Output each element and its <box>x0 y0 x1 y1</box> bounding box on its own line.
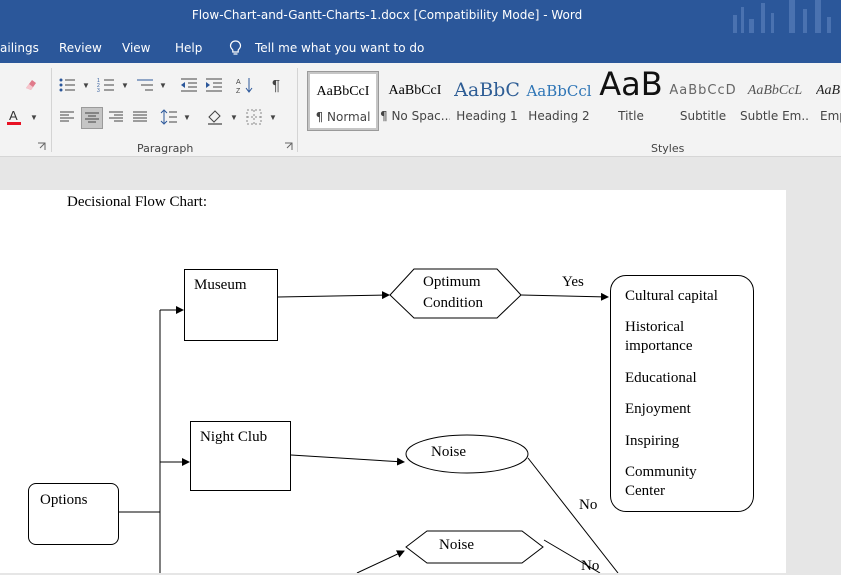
line-spacing-icon[interactable] <box>160 108 178 126</box>
style-preview: AaBbCcL <box>747 83 803 98</box>
style-preview: AaBbCcD <box>669 83 737 98</box>
increase-indent-icon[interactable] <box>205 76 223 94</box>
font-color-icon[interactable]: A <box>5 108 23 126</box>
style-label: Emp <box>820 109 841 123</box>
svg-text:A: A <box>9 108 18 123</box>
style-no-spacing[interactable]: AaBbCcI ¶ No Spac... <box>380 71 450 129</box>
svg-text:Z: Z <box>236 88 241 94</box>
outcome-item: Cultural capital <box>625 288 718 304</box>
tab-mailings[interactable]: ailings <box>0 41 39 55</box>
museum-node[interactable]: Museum <box>184 269 278 341</box>
night-club-node[interactable]: Night Club <box>190 421 291 491</box>
borders-icon[interactable] <box>245 108 263 126</box>
flowchart-connectors <box>119 268 619 573</box>
style-emphasis[interactable]: AaB Emp <box>812 71 841 129</box>
style-label: ¶ Normal <box>315 110 371 124</box>
noise-hexagon-label: Noise <box>439 537 474 553</box>
style-preview: AaBbCcI <box>316 84 370 99</box>
style-label: Subtitle <box>679 109 727 123</box>
outcomes-node[interactable]: Cultural capital Historical importance E… <box>610 275 754 512</box>
clear-formatting-icon[interactable] <box>22 76 40 94</box>
outcome-item: importance <box>625 338 693 354</box>
bullets-icon[interactable] <box>58 76 76 94</box>
style-label: Heading 2 <box>528 109 590 123</box>
svg-text:3: 3 <box>97 88 100 93</box>
bullets-dropdown-icon[interactable]: ▼ <box>82 81 90 90</box>
options-node[interactable]: Options <box>28 483 119 545</box>
document-area: Decisional Flow Chart: <box>0 157 841 574</box>
show-formatting-marks-icon[interactable]: ¶ <box>271 76 281 94</box>
style-label: Heading 1 <box>456 109 518 123</box>
align-center-icon[interactable] <box>81 107 103 129</box>
borders-dropdown-icon[interactable]: ▼ <box>269 113 277 122</box>
window-title: Flow-Chart-and-Gantt-Charts-1.docx [Comp… <box>191 8 583 22</box>
tab-review[interactable]: Review <box>59 41 102 55</box>
shading-dropdown-icon[interactable]: ▼ <box>230 113 238 122</box>
tab-view[interactable]: View <box>122 41 151 55</box>
shading-icon[interactable] <box>206 108 224 126</box>
options-label: Options <box>40 492 88 508</box>
noise-ellipse-label: Noise <box>431 444 466 460</box>
optimum-condition-line2: Condition <box>423 295 484 311</box>
multilevel-list-icon[interactable] <box>136 76 154 94</box>
museum-label: Museum <box>194 277 247 293</box>
ribbon-tabs: ailings Review View Help Tell me what yo… <box>0 33 841 63</box>
yes-edge-label: Yes <box>562 274 584 290</box>
optimum-condition-line1: Optimum <box>423 274 481 290</box>
style-subtitle[interactable]: AaBbCcD Subtitle <box>668 71 738 129</box>
title-bar: Flow-Chart-and-Gantt-Charts-1.docx [Comp… <box>0 0 841 33</box>
outcome-item: Center <box>625 483 665 499</box>
style-preview: AaB <box>816 83 841 98</box>
tell-me-search[interactable]: Tell me what you want to do <box>255 41 425 55</box>
document-heading: Decisional Flow Chart: <box>67 194 207 210</box>
style-preview: AaB <box>599 65 663 103</box>
style-heading-1[interactable]: AaBbC Heading 1 <box>452 71 522 129</box>
style-subtle-emphasis[interactable]: AaBbCcL Subtle Em... <box>740 71 810 129</box>
align-right-icon[interactable] <box>107 108 125 126</box>
style-heading-2[interactable]: AaBbCcl Heading 2 <box>524 71 594 129</box>
style-label: ¶ No Spac... <box>380 109 450 123</box>
outcome-item: Educational <box>625 370 697 386</box>
paragraph-group-label: Paragraph <box>137 142 194 155</box>
style-title[interactable]: AaB Title <box>596 65 666 129</box>
group-separator <box>297 68 298 152</box>
multilevel-list-dropdown-icon[interactable]: ▼ <box>159 81 167 90</box>
svg-text:1: 1 <box>97 78 100 84</box>
lightbulb-icon <box>229 40 242 55</box>
decrease-indent-icon[interactable] <box>180 76 198 94</box>
font-color-dropdown-icon[interactable]: ▼ <box>30 113 38 122</box>
svg-text:A: A <box>236 79 241 86</box>
styles-group-label: Styles <box>651 142 685 155</box>
font-dialog-launcher-icon[interactable] <box>36 141 46 151</box>
group-separator <box>51 68 52 152</box>
no-edge-label: No <box>581 558 600 574</box>
paragraph-dialog-launcher-icon[interactable] <box>283 141 293 151</box>
align-left-icon[interactable] <box>58 108 76 126</box>
line-spacing-dropdown-icon[interactable]: ▼ <box>183 113 191 122</box>
style-label: Subtle Em... <box>740 109 810 123</box>
numbering-dropdown-icon[interactable]: ▼ <box>121 81 129 90</box>
outcome-item: Enjoyment <box>625 401 691 417</box>
document-page[interactable]: Decisional Flow Chart: <box>0 190 786 574</box>
style-preview: AaBbCcl <box>526 82 592 100</box>
tab-help[interactable]: Help <box>175 41 203 55</box>
style-preview: AaBbCcI <box>388 83 442 98</box>
style-normal[interactable]: AaBbCcI ¶ Normal <box>307 71 379 131</box>
outcome-item: Community <box>625 464 697 480</box>
style-preview: AaBbC <box>454 79 520 101</box>
style-label: Title <box>618 109 644 123</box>
svg-text:2: 2 <box>97 83 100 89</box>
justify-icon[interactable] <box>131 108 149 126</box>
outcome-item: Inspiring <box>625 433 680 449</box>
night-club-label: Night Club <box>200 429 268 445</box>
outcome-item: Historical <box>625 319 685 335</box>
title-bar-decoration <box>731 0 841 33</box>
no-edge-label: No <box>579 497 598 513</box>
